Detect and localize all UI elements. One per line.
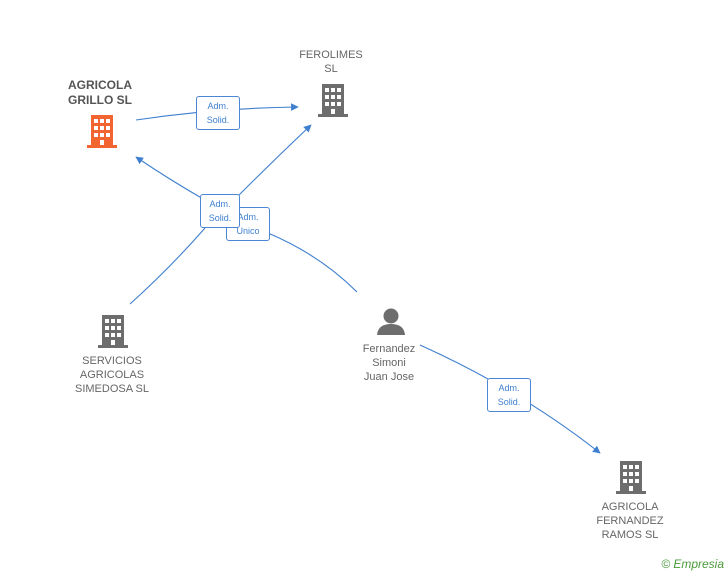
building-icon [98, 315, 128, 348]
edge-to-grillo [135, 156, 206, 201]
brand-logo: ©Empresia [661, 557, 724, 571]
edge-fernandez-hub [267, 232, 358, 293]
edge-label-adm-solid: Adm. Solid. [200, 194, 240, 228]
node-label-agricola-fernandez[interactable]: AGRICOLA FERNANDEZ RAMOS SL [596, 501, 664, 541]
edge-label-adm-solid: Adm. Solid. [196, 96, 240, 130]
edge-to-ferolimes [237, 124, 312, 197]
node-label-agricola-grillo[interactable]: AGRICOLA GRILLO SL [68, 78, 132, 107]
building-icon [318, 84, 348, 117]
building-icon [616, 461, 646, 494]
edge-servicios-hub [129, 227, 206, 305]
brand-name: Empresia [673, 557, 724, 571]
edge-label-adm-solid: Adm. Solid. [487, 378, 531, 412]
node-label-fernandez[interactable]: Fernandez Simoni Juan Jose [362, 343, 416, 383]
building-icon [87, 115, 117, 148]
person-icon [377, 308, 405, 335]
copyright-icon: © [661, 557, 671, 571]
node-label-ferolimes[interactable]: FEROLIMES SL [299, 49, 363, 75]
node-label-servicios[interactable]: SERVICIOS AGRICOLAS SIMEDOSA SL [75, 355, 149, 395]
